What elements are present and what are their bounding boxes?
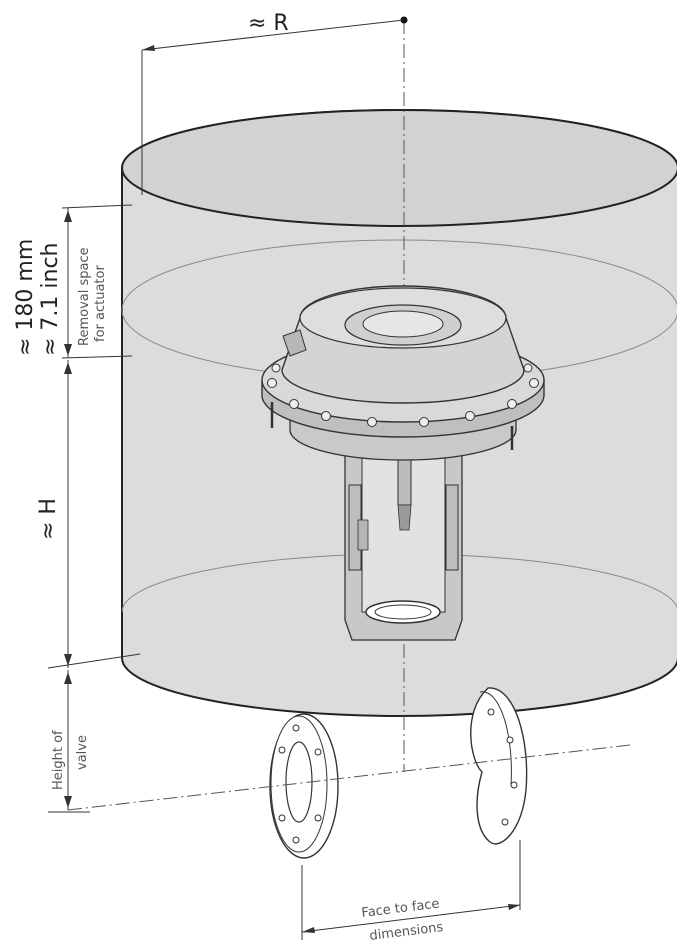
removal-mm-label: ≈ 180 mm [13,239,38,356]
removal-space-label-line1: Removal space [77,247,92,346]
vertical-dimensions [47,204,141,813]
radius-label: ≈ R [248,11,289,36]
face-to-face-label-line1: Face to face [361,897,441,921]
valve-height-label-line1: Height of [51,730,66,790]
valve-flanges [269,687,528,859]
height-h-label: ≈ H [36,498,61,540]
valve-height-label-line2: valve [75,735,90,770]
face-to-face-dimension [301,840,521,940]
pipe-axis-line [67,744,631,811]
removal-inch-label: ≈ 7.1 inch [38,242,63,356]
actuator-drawing [261,285,545,641]
face-to-face-label-line2: dimensions [369,920,445,944]
removal-space-label-line2: for actuator [93,265,108,342]
radius-dimension [141,19,405,195]
